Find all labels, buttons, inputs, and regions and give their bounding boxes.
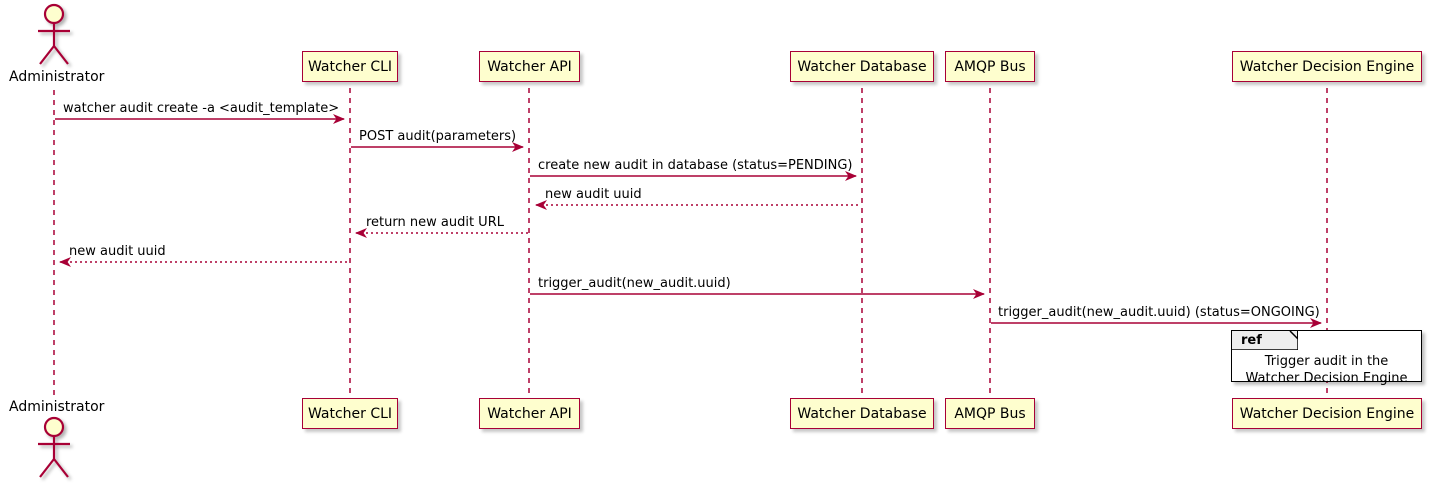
- message-label-1: watcher audit create -a <audit_template>: [63, 101, 339, 116]
- ref-fragment-tab: [1232, 331, 1298, 350]
- message-label-5: return new audit URL: [366, 215, 504, 230]
- participant-box-amqp-bus-bottom[interactable]: AMQP Bus: [945, 398, 1035, 429]
- message-label-6: new audit uuid: [69, 244, 166, 259]
- participant-label: Watcher API: [487, 58, 572, 75]
- message-label-3: create new audit in database (status=PEN…: [538, 158, 853, 173]
- participant-label: Watcher API: [487, 405, 572, 422]
- participant-label: Watcher CLI: [307, 58, 393, 75]
- actor-icon-administrator-bottom: [38, 416, 70, 478]
- ref-body-line-2: Watcher Decision Engine: [1245, 371, 1408, 386]
- participant-box-watcher-cli-bottom[interactable]: Watcher CLI: [302, 398, 398, 429]
- ref-fragment-body: Trigger audit in the Watcher Decision En…: [1232, 353, 1421, 387]
- actor-label-administrator-bottom: Administrator: [9, 399, 104, 415]
- participant-label: Watcher Decision Engine: [1239, 58, 1415, 75]
- participant-label: Watcher Database: [797, 405, 927, 422]
- message-text: trigger_audit(new_audit.uuid): [538, 276, 731, 291]
- message-text: return new audit URL: [366, 215, 504, 230]
- message-text: new audit uuid: [69, 244, 166, 259]
- ref-tab-shape: [1232, 331, 1298, 350]
- message-text: create new audit in database (status=PEN…: [538, 158, 853, 173]
- actor-name: Administrator: [9, 69, 105, 85]
- participant-label: AMQP Bus: [954, 405, 1026, 422]
- ref-fragment: ref Trigger audit in the Watcher Decisio…: [1231, 330, 1422, 386]
- message-label-8: trigger_audit(new_audit.uuid) (status=ON…: [998, 305, 1320, 320]
- actor-name: Administrator: [9, 399, 105, 415]
- message-text: watcher audit create -a <audit_template>: [63, 101, 340, 116]
- message-text: trigger_audit(new_audit.uuid) (status=ON…: [998, 305, 1320, 320]
- participant-box-watcher-api-top[interactable]: Watcher API: [479, 51, 580, 82]
- participant-box-watcher-decision-engine-top[interactable]: Watcher Decision Engine: [1232, 51, 1422, 82]
- participant-box-watcher-decision-engine-bottom[interactable]: Watcher Decision Engine: [1232, 398, 1422, 429]
- message-text: new audit uuid: [545, 187, 642, 202]
- message-text: POST audit(parameters): [359, 129, 517, 144]
- lifelines: [53, 88, 1328, 398]
- actor-label-administrator-top: Administrator: [9, 69, 104, 85]
- ref-label-text: ref: [1241, 333, 1262, 348]
- message-label-4: new audit uuid: [545, 187, 642, 202]
- participant-box-amqp-bus-top[interactable]: AMQP Bus: [945, 51, 1035, 82]
- participant-label: Watcher Database: [797, 58, 927, 75]
- participant-box-watcher-database-top[interactable]: Watcher Database: [790, 51, 934, 82]
- participant-box-watcher-cli-top[interactable]: Watcher CLI: [302, 51, 398, 82]
- participant-label: Watcher CLI: [307, 405, 393, 422]
- ref-fragment-tab-label: ref: [1241, 333, 1262, 348]
- participant-label: AMQP Bus: [954, 58, 1026, 75]
- message-label-7: trigger_audit(new_audit.uuid): [538, 276, 731, 291]
- actor-icon-administrator-top: [38, 3, 70, 65]
- participant-label: Watcher Decision Engine: [1239, 405, 1415, 422]
- ref-body-line-1: Trigger audit in the: [1264, 354, 1389, 369]
- participant-box-watcher-database-bottom[interactable]: Watcher Database: [790, 398, 934, 429]
- message-label-2: POST audit(parameters): [359, 129, 516, 144]
- message-arrows: [55, 114, 1322, 328]
- participant-box-watcher-api-bottom[interactable]: Watcher API: [479, 398, 580, 429]
